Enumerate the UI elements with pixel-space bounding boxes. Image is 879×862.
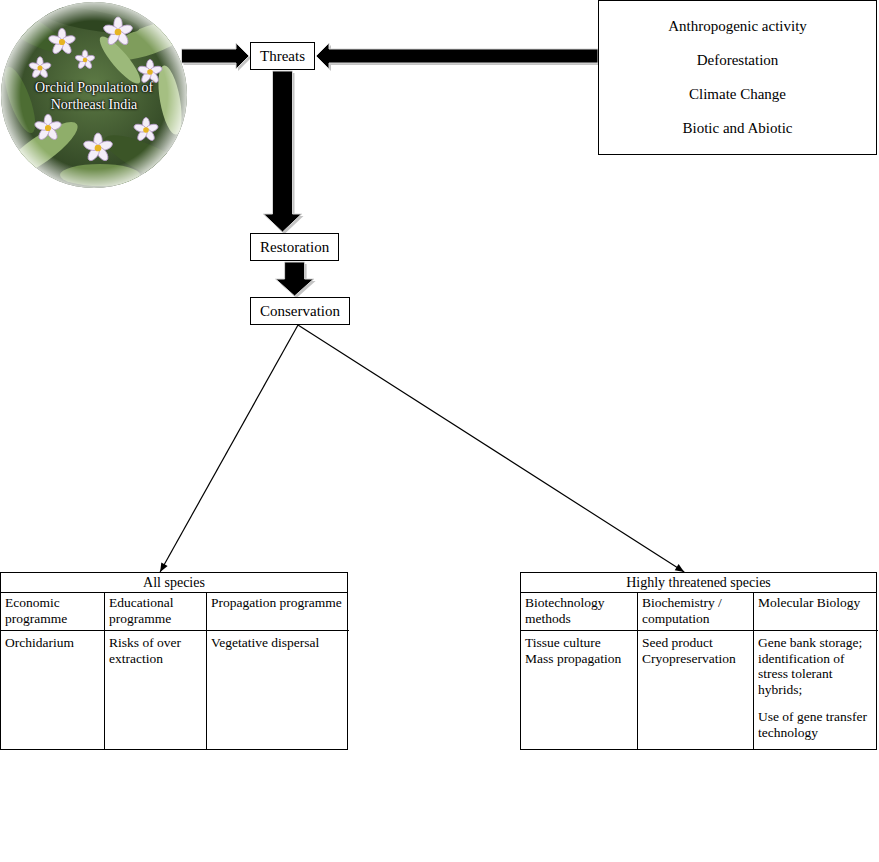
table-cell-text: Biochemistry / computation — [642, 595, 749, 626]
factor-text: Deforestation — [697, 52, 779, 69]
table-heading: Highly threatened species — [626, 575, 771, 590]
table-heading-row: Highly threatened species — [521, 573, 876, 593]
connector-line — [298, 325, 684, 572]
table-column-body: Seed productCryopreservation — [637, 631, 753, 749]
connector-arrow — [160, 325, 298, 572]
block-arrow — [264, 71, 302, 232]
table-column-body: Gene bank storage; identification of str… — [753, 631, 878, 749]
connector-arrow — [298, 325, 684, 572]
factor-box: Anthropogenic activityDeforestationClima… — [598, 0, 877, 155]
box-label: Threats — [260, 48, 305, 64]
block-arrow — [276, 262, 314, 296]
connector-arrow — [264, 71, 304, 234]
table-column-body: Orchidarium — [1, 631, 104, 749]
factor-text: Anthropogenic activity — [668, 18, 807, 35]
connector-arrow — [182, 43, 252, 71]
table-column-head: Biotechnology methods — [521, 593, 637, 631]
strategy-table: All speciesEconomic programmeOrchidarium… — [0, 572, 348, 750]
table-cell-text: Molecular Biology — [758, 595, 874, 611]
table-cell-text: Educational programme — [109, 595, 202, 626]
table-heading: All species — [143, 575, 205, 590]
strategy-table: Highly threatened speciesBiotechnology m… — [520, 572, 877, 750]
table-column-body: Risks of over extraction — [104, 631, 206, 749]
table-column-body: Tissue cultureMass propagation — [521, 631, 637, 749]
photo-circle: Orchid Population of Northeast India — [0, 0, 188, 190]
table-cell-text: Cryopreservation — [642, 651, 749, 667]
table-cell-text: Biotechnology methods — [525, 595, 633, 626]
table-cell-text: Use of gene transfer technology — [758, 709, 874, 740]
box-label: Conservation — [260, 303, 340, 319]
table-cell-text: Tissue culture — [525, 635, 633, 651]
block-arrow — [316, 43, 598, 69]
process-box: Restoration — [250, 233, 339, 261]
table-cell-text: Gene bank storage; identification of str… — [758, 635, 874, 697]
table-cell-text: Orchidarium — [5, 635, 100, 651]
factor-text: Climate Change — [689, 86, 786, 103]
table-cell-text: Economic programme — [5, 595, 100, 626]
process-box: Threats — [250, 42, 315, 70]
table-cell-text: Risks of over extraction — [109, 635, 202, 666]
table-cell-text: Propagation programme — [211, 595, 345, 611]
connector-line — [160, 325, 298, 572]
photo-fade — [0, 0, 188, 190]
factor-text: Biotic and Abiotic — [683, 120, 793, 137]
photo-content — [0, 0, 188, 190]
table-cell-text: Vegetative dispersal — [211, 635, 345, 651]
photo-ground — [0, 0, 188, 190]
table-column-head: Molecular Biology — [753, 593, 878, 631]
table-cell-text: Seed product — [642, 635, 749, 651]
arrow-head — [160, 562, 168, 572]
block-arrow — [182, 43, 250, 69]
box-label: Restoration — [260, 239, 329, 255]
table-column-head: Biochemistry / computation — [637, 593, 753, 631]
connector-arrow — [276, 262, 316, 298]
table-cell-text: Mass propagation — [525, 651, 633, 667]
photo-caption: Orchid Population of Northeast India — [30, 80, 158, 114]
process-box: Conservation — [250, 297, 350, 325]
table-column-body: Vegetative dispersal — [206, 631, 349, 749]
table-column-head: Economic programme — [1, 593, 104, 631]
table-column-head: Educational programme — [104, 593, 206, 631]
connector-arrow — [316, 43, 600, 71]
table-column-head: Propagation programme — [206, 593, 349, 631]
table-heading-row: All species — [1, 573, 347, 593]
arrow-head — [675, 564, 685, 572]
